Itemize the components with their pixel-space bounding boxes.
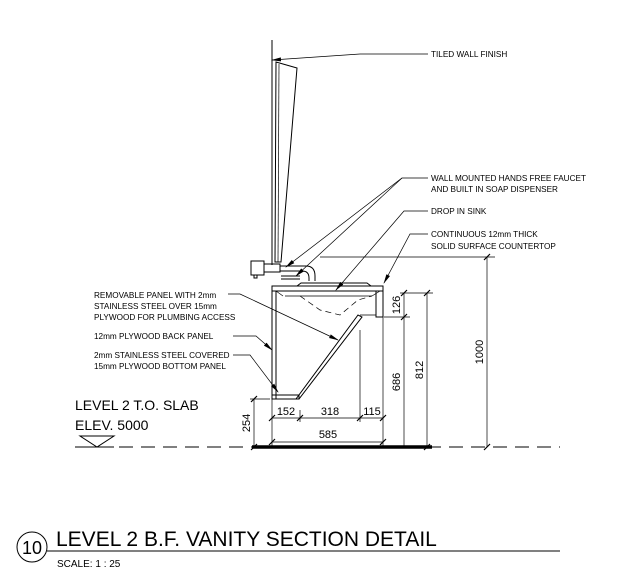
- note-counter-1: CONTINUOUS 12mm THICK: [431, 230, 538, 239]
- detail-number-circle: [16, 531, 48, 563]
- dim-126: 126: [391, 296, 403, 314]
- note-counter-2: SOLID SURFACE COUNTERTOP: [431, 242, 556, 251]
- faucet-mount: [263, 263, 281, 273]
- dim-115: 115: [363, 406, 381, 418]
- dimensions: [250, 253, 495, 451]
- note-back-panel: 12mm PLYWOOD BACK PANEL: [94, 332, 214, 341]
- level-name: LEVEL 2 T.O. SLAB: [75, 397, 199, 413]
- drawing-scale: SCALE: 1 : 25: [57, 559, 121, 570]
- note-panel-3: PLYWOOD FOR PLUMBING ACCESS: [94, 313, 236, 322]
- level-elevation: ELEV. 5000: [75, 417, 149, 433]
- dim-812: 812: [414, 361, 426, 379]
- note-panel-2: STAINLESS STEEL OVER 15mm: [94, 302, 217, 311]
- bottom-panel: [271, 394, 300, 400]
- note-faucet-1: WALL MOUNTED HANDS FREE FAUCET: [431, 174, 586, 183]
- sink-bowl-hidden: [299, 295, 373, 316]
- removable-front-panel: [271, 290, 277, 400]
- dim-686: 686: [391, 373, 403, 391]
- sink-rim: [275, 290, 381, 316]
- drawing-title: LEVEL 2 B.F. VANITY SECTION DETAIL: [56, 528, 437, 551]
- note-panel-1: REMOVABLE PANEL WITH 2mm: [94, 291, 216, 300]
- dim-254: 254: [241, 414, 253, 432]
- note-bottom-1: 2mm STAINLESS STEEL COVERED: [94, 351, 230, 360]
- wall-tile-panel: [274, 61, 298, 263]
- sink-bowl: [296, 282, 372, 287]
- dispenser-nozzle: [253, 274, 258, 279]
- dim-318: 318: [321, 406, 339, 418]
- note-bottom-2: 15mm PLYWOOD BOTTOM PANEL: [94, 362, 226, 371]
- note-sink: DROP IN SINK: [431, 207, 487, 216]
- leaders: [228, 53, 428, 393]
- slanted-back-panel: [295, 314, 363, 400]
- dim-585: 585: [319, 429, 337, 441]
- counter-apron: [375, 290, 384, 318]
- tile-line: [277, 63, 280, 263]
- note-tiled-wall: TILED WALL FINISH: [431, 50, 507, 59]
- countertop: [271, 285, 384, 292]
- dim-1000: 1000: [474, 340, 486, 364]
- level-marker-icon: [78, 435, 116, 448]
- dim-152: 152: [277, 406, 295, 418]
- soap-dispenser: [250, 260, 265, 276]
- note-faucet-2: AND BUILT IN SOAP DISPENSER: [431, 185, 558, 194]
- detail-number: 10: [22, 538, 42, 558]
